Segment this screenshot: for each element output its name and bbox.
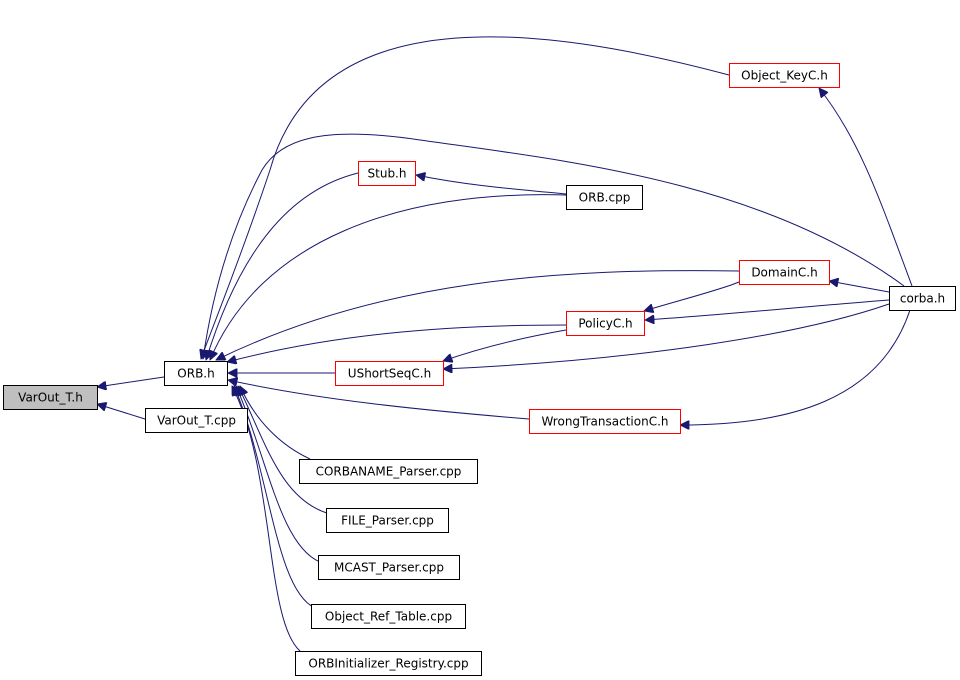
node-label: VarOut_T.h	[18, 391, 83, 405]
node-domainc-h[interactable]: DomainC.h	[739, 260, 830, 285]
node-label: ORB.h	[177, 367, 214, 381]
node-box	[311, 604, 466, 629]
edge-policyc-h-to-ushortseqc-h	[443, 329, 567, 361]
edge-varout-t-cpp-to-varout-t-h	[97, 404, 146, 420]
node-label: ORB.cpp	[579, 191, 631, 205]
edge-stub-h-to-orb-h	[206, 172, 359, 360]
node-box	[164, 361, 228, 386]
edge-orb-cpp-to-stub-h	[416, 175, 567, 195]
node-box	[566, 185, 643, 210]
node-orbinitializer-registry-cpp[interactable]: ORBInitializer_Registry.cpp	[295, 651, 482, 676]
edge-wrongtransactionc-h-to-orb-h	[228, 380, 530, 420]
edge-corba-h-to-policyc-h	[645, 299, 890, 320]
node-policyc-h[interactable]: PolicyC.h	[566, 311, 645, 336]
node-varout-t-h[interactable]: VarOut_T.h	[3, 385, 98, 410]
node-label: DomainC.h	[751, 266, 817, 280]
node-box	[299, 459, 478, 484]
node-box	[335, 361, 444, 386]
node-orb-h[interactable]: ORB.h	[164, 361, 228, 386]
edge-corba-h-to-orb-h	[203, 133, 905, 359]
node-label: ORBInitializer_Registry.cpp	[308, 657, 468, 671]
node-box	[145, 408, 248, 433]
node-box	[729, 63, 840, 88]
edge-object-keyc-h-to-orb-h	[201, 36, 730, 359]
node-wrongtransactionc-h[interactable]: WrongTransactionC.h	[529, 409, 681, 434]
node-label: UShortSeqC.h	[348, 367, 431, 381]
edge-file-parser-cpp-to-orb-h	[238, 386, 331, 515]
edge-corba-h-to-wrongtransactionc-h	[680, 309, 911, 425]
node-stub-h[interactable]: Stub.h	[358, 161, 416, 186]
edge-orb-h-to-varout-t-h	[97, 376, 165, 387]
node-box	[326, 508, 449, 533]
edge-corba-h-to-object-keyc-h	[819, 88, 913, 287]
node-label: corba.h	[900, 292, 945, 306]
node-box	[358, 161, 416, 186]
edge-domainc-h-to-policyc-h	[644, 281, 740, 311]
node-corba-h[interactable]: corba.h	[889, 286, 956, 311]
node-box	[318, 555, 460, 580]
node-box	[3, 385, 98, 410]
node-box	[739, 260, 830, 285]
edge-orb-cpp-to-orb-h	[210, 194, 567, 360]
node-orb-cpp[interactable]: ORB.cpp	[566, 185, 643, 210]
node-label: Object_KeyC.h	[741, 69, 828, 83]
node-object-ref-table-cpp[interactable]: Object_Ref_Table.cpp	[311, 604, 466, 629]
node-mcast-parser-cpp[interactable]: MCAST_Parser.cpp	[318, 555, 460, 580]
node-object-keyc-h[interactable]: Object_KeyC.h	[729, 63, 840, 88]
node-label: MCAST_Parser.cpp	[334, 561, 444, 575]
edge-domainc-h-to-orb-h	[216, 270, 740, 360]
node-label: CORBANAME_Parser.cpp	[316, 465, 462, 479]
node-box	[889, 286, 956, 311]
node-box	[566, 311, 645, 336]
node-ushortseqc-h[interactable]: UShortSeqC.h	[335, 361, 444, 386]
edges	[97, 36, 913, 652]
node-box	[529, 409, 681, 434]
node-label: WrongTransactionC.h	[541, 415, 668, 429]
edge-corba-h-to-ushortseqc-h	[443, 303, 890, 369]
node-label: FILE_Parser.cpp	[341, 514, 434, 528]
node-varout-t-cpp[interactable]: VarOut_T.cpp	[145, 408, 248, 433]
node-file-parser-cpp[interactable]: FILE_Parser.cpp	[326, 508, 449, 533]
node-label: Stub.h	[368, 167, 407, 181]
node-label: PolicyC.h	[578, 317, 632, 331]
node-label: Object_Ref_Table.cpp	[325, 610, 452, 624]
edge-corba-h-to-domainc-h	[829, 281, 890, 293]
node-corbaname-parser-cpp[interactable]: CORBANAME_Parser.cpp	[299, 459, 478, 484]
edge-policyc-h-to-orb-h	[227, 324, 567, 362]
node-label: VarOut_T.cpp	[157, 414, 236, 428]
node-box	[295, 651, 482, 676]
